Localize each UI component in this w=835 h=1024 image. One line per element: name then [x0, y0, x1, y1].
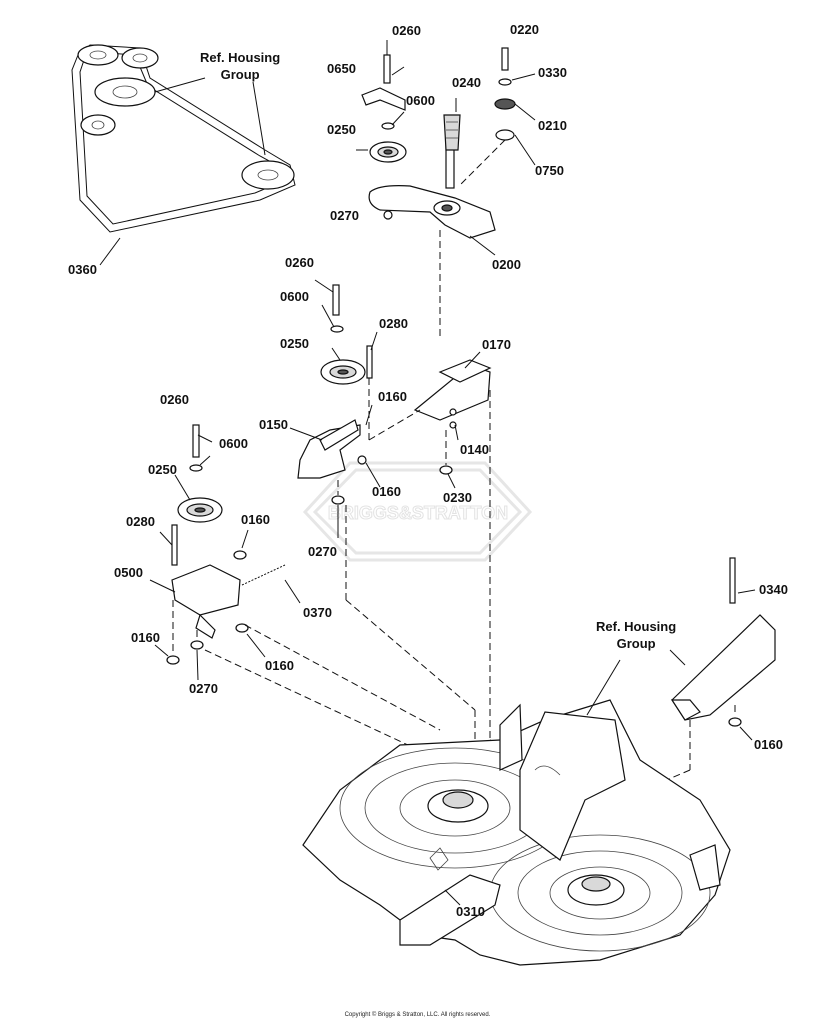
- part-label-0160: 0160: [241, 512, 270, 527]
- part-label-0210: 0210: [538, 118, 567, 133]
- part-label-0260: 0260: [160, 392, 189, 407]
- belt-assembly: [71, 44, 296, 266]
- ref-housing-line1: Ref. Housing: [200, 50, 281, 65]
- ref-housing-group-label: Ref. Housing Group: [596, 618, 676, 652]
- part-label-0250: 0250: [148, 462, 177, 477]
- part-label-0340: 0340: [759, 582, 788, 597]
- part-label-0360: 0360: [68, 262, 97, 277]
- left-bracket-assembly: [149, 424, 441, 761]
- watermark-text: BRIGGS&STRATTON: [328, 503, 508, 523]
- part-label-0600: 0600: [219, 436, 248, 451]
- part-label-0270: 0270: [308, 544, 337, 559]
- ref-housing-line1: Ref. Housing: [596, 619, 677, 634]
- part-label-0160: 0160: [754, 737, 783, 752]
- part-label-0230: 0230: [443, 490, 472, 505]
- part-label-0250: 0250: [280, 336, 309, 351]
- part-label-0160: 0160: [265, 658, 294, 673]
- part-label-0140: 0140: [460, 442, 489, 457]
- part-label-0250: 0250: [327, 122, 356, 137]
- part-label-0160: 0160: [372, 484, 401, 499]
- part-label-0330: 0330: [538, 65, 567, 80]
- part-label-0260: 0260: [392, 23, 421, 38]
- part-label-0200: 0200: [492, 257, 521, 272]
- part-label-0600: 0600: [406, 93, 435, 108]
- part-label-0150: 0150: [259, 417, 288, 432]
- part-label-0280: 0280: [126, 514, 155, 529]
- part-label-0240: 0240: [452, 75, 481, 90]
- ref-housing-group-label: Ref. Housing Group: [200, 49, 280, 83]
- part-label-0280: 0280: [379, 316, 408, 331]
- center-bracket-assembly: [289, 279, 501, 760]
- part-label-0750: 0750: [535, 163, 564, 178]
- ref-housing-line2: Group: [616, 636, 656, 651]
- part-label-0370: 0370: [303, 605, 332, 620]
- part-label-0170: 0170: [482, 337, 511, 352]
- part-label-0310: 0310: [456, 904, 485, 919]
- part-label-0600: 0600: [280, 289, 309, 304]
- part-label-0270: 0270: [189, 681, 218, 696]
- copyright-notice: Copyright © Briggs & Stratton, LLC. All …: [344, 1012, 491, 1018]
- brand-watermark: BRIGGS&STRATTON: [302, 461, 533, 562]
- part-label-0650: 0650: [327, 61, 356, 76]
- part-label-0220: 0220: [510, 22, 539, 37]
- part-label-0270: 0270: [330, 208, 359, 223]
- ref-housing-line2: Group: [220, 67, 260, 82]
- part-label-0500: 0500: [114, 565, 143, 580]
- mower-deck: [302, 659, 731, 966]
- part-label-0260: 0260: [285, 255, 314, 270]
- idler-arm-assembly: [356, 40, 536, 340]
- part-label-0160: 0160: [131, 630, 160, 645]
- part-label-0160: 0160: [378, 389, 407, 404]
